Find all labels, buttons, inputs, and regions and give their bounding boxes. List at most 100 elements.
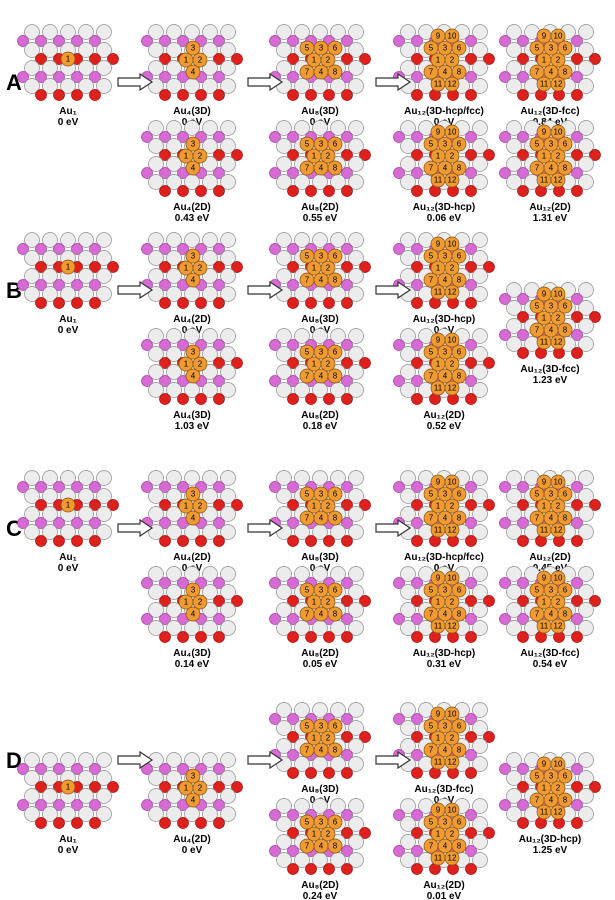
substrate-atom	[42, 470, 58, 486]
substrate-atom	[166, 78, 182, 94]
gold-atom-number: 9	[542, 128, 547, 137]
gold-atom-number: 7	[535, 610, 540, 619]
substrate-atom	[472, 382, 488, 398]
gold-atom	[192, 594, 208, 610]
substrate-atom	[60, 286, 76, 302]
gold-atom-number: 11	[434, 526, 443, 535]
substrate-atom	[472, 60, 488, 76]
gold-atom-number: 5	[429, 818, 434, 827]
substrate-atom	[107, 499, 119, 511]
gold-atom-number: 4	[443, 842, 448, 851]
substrate-atom	[195, 535, 207, 547]
gold-atom-number: 2	[556, 152, 561, 161]
substrate-atom	[141, 613, 153, 625]
substrate-atom	[60, 78, 76, 94]
substrate-atom	[177, 131, 189, 143]
gold-cluster: 1	[60, 497, 76, 513]
structure-label: Au₈(3D)	[301, 784, 338, 795]
gold-atom-number: 12	[554, 526, 563, 535]
substrate-atom	[400, 364, 416, 380]
substrate-atom	[348, 286, 364, 302]
substrate-atom	[312, 120, 328, 136]
gold-atom	[423, 510, 439, 526]
substrate-atom	[348, 138, 364, 154]
gold-atom-number: 3	[549, 140, 554, 149]
substrate-atom	[578, 300, 594, 316]
gold-atom	[529, 160, 545, 176]
structure-label: Au₈(3D)	[301, 552, 338, 563]
gold-atom-number: 4	[549, 514, 554, 523]
gold-atom	[529, 792, 545, 808]
substrate-atom	[341, 713, 353, 725]
gold-atom	[444, 284, 460, 300]
substrate-atom	[42, 60, 58, 76]
substrate-atom	[220, 138, 236, 154]
gold-atom-number: 6	[563, 140, 568, 149]
substrate-atom	[506, 584, 522, 600]
substrate-atom	[287, 809, 299, 821]
substrate-atom	[294, 798, 310, 814]
substrate-atom	[578, 620, 594, 636]
substrate-atom	[276, 250, 292, 266]
substrate-atom	[159, 131, 171, 143]
gold-atom-number: 5	[305, 348, 310, 357]
substrate-atom	[465, 35, 477, 47]
substrate-atom	[231, 357, 243, 369]
substrate-atom	[294, 620, 310, 636]
gold-atom-number: 10	[448, 336, 457, 345]
gold-atom-number: 8	[333, 610, 338, 619]
gold-atom	[444, 730, 460, 746]
gold-atom-number: 7	[429, 372, 434, 381]
substrate-atom	[159, 35, 171, 47]
substrate-atom	[305, 393, 317, 405]
gold-atom-number: 12	[554, 622, 563, 631]
substrate-atom	[393, 577, 405, 589]
gold-atom	[550, 172, 566, 188]
substrate-atom	[159, 167, 171, 179]
substrate-atom	[312, 470, 328, 486]
substrate-atom	[472, 738, 488, 754]
substrate-atom	[166, 42, 182, 58]
gold-atom	[423, 742, 439, 758]
substrate-atom	[517, 535, 529, 547]
substrate-atom	[400, 24, 416, 40]
substrate-atom	[141, 131, 153, 143]
gold-atom-number: 3	[191, 252, 196, 261]
substrate-atom	[287, 71, 299, 83]
gold-atom-number: 8	[563, 164, 568, 173]
substrate-atom	[348, 346, 364, 362]
substrate-atom	[269, 713, 281, 725]
substrate-atom	[571, 763, 583, 775]
substrate-atom	[184, 566, 200, 582]
gold-atom	[192, 148, 208, 164]
substrate-atom	[400, 346, 416, 362]
gold-atom	[550, 498, 566, 514]
gold-atom-number: 6	[563, 44, 568, 53]
structure-label: Au₈(2D)	[301, 410, 338, 421]
gold-atom-number: 2	[198, 56, 203, 65]
gold-atom-number: 6	[457, 722, 462, 731]
substrate-atom	[60, 24, 76, 40]
substrate-atom	[483, 827, 495, 839]
gold-atom-number: 11	[434, 758, 443, 767]
gold-atom	[529, 64, 545, 80]
substrate-atom	[411, 845, 423, 857]
substrate-atom	[517, 817, 529, 829]
substrate-atom	[400, 566, 416, 582]
substrate-atom	[465, 613, 477, 625]
substrate-atom	[323, 185, 335, 197]
gold-atom	[327, 368, 343, 384]
substrate-atom	[517, 781, 529, 793]
gold-atom	[529, 486, 545, 502]
substrate-atom	[578, 60, 594, 76]
substrate-atom	[348, 602, 364, 618]
substrate-atom	[499, 35, 511, 47]
gold-atom	[185, 510, 201, 526]
substrate-atom	[472, 584, 488, 600]
substrate-atom	[71, 89, 83, 101]
gold-atom-number: 4	[191, 372, 196, 381]
substrate-atom	[465, 279, 477, 291]
